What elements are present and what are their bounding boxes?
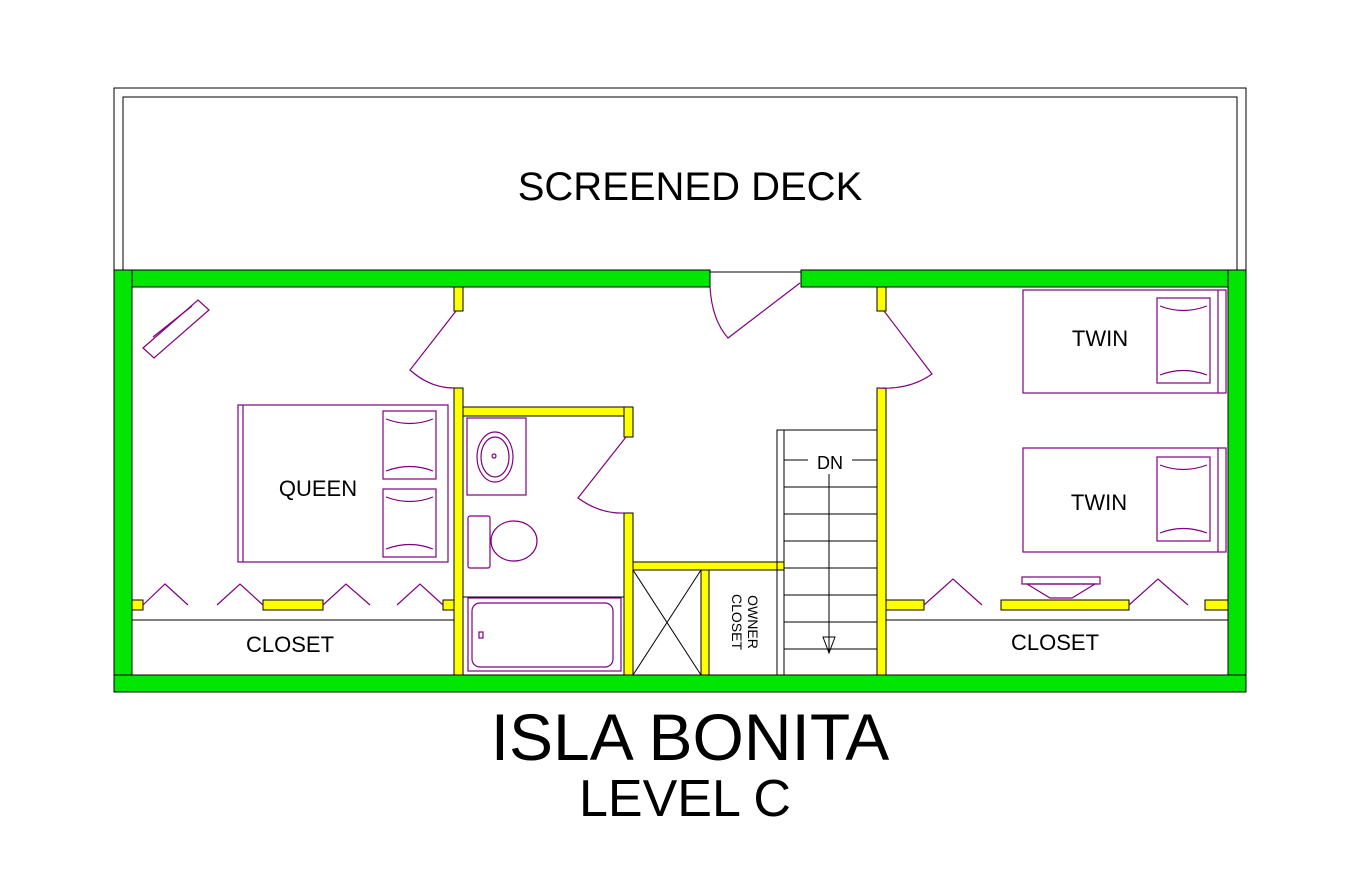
exterior-walls (113, 269, 1247, 693)
closet-right-label: CLOSET (1011, 630, 1099, 655)
closet-doors (142, 578, 1189, 606)
closet-left-label: CLOSET (246, 632, 334, 657)
owner-closet-label-line2: CLOSET (729, 594, 745, 650)
level-name: LEVEL C (579, 770, 791, 828)
queen-bed-label: QUEEN (279, 476, 357, 501)
owner-closet-label-line1: OWNER (745, 595, 761, 649)
room-outlines (132, 596, 1228, 621)
stairs-label-bg (808, 450, 852, 472)
doors (409, 282, 933, 514)
tv-cabinet-left (142, 299, 210, 359)
twin-bed-top (1022, 289, 1227, 394)
property-name: ISLA BONITA (491, 700, 890, 774)
twin-bed-bottom (1022, 447, 1227, 553)
owner-closet-label: OWNER CLOSET (729, 594, 761, 650)
room-labels: SCREENED DECK QUEEN TWIN TWIN CLOSET CLO… (246, 165, 1128, 657)
deck-label: SCREENED DECK (518, 165, 863, 209)
queen-bed (237, 404, 449, 563)
title-block: ISLA BONITA LEVEL C (491, 700, 890, 828)
stairs-label: DN (817, 453, 843, 473)
twin-bed-top-label: TWIN (1072, 326, 1128, 351)
tv-cabinet-right (1021, 576, 1101, 599)
interior-walls (131, 286, 1229, 676)
shower (632, 569, 702, 676)
bathroom-fixtures (466, 417, 622, 672)
twin-bed-bottom-label: TWIN (1071, 490, 1127, 515)
